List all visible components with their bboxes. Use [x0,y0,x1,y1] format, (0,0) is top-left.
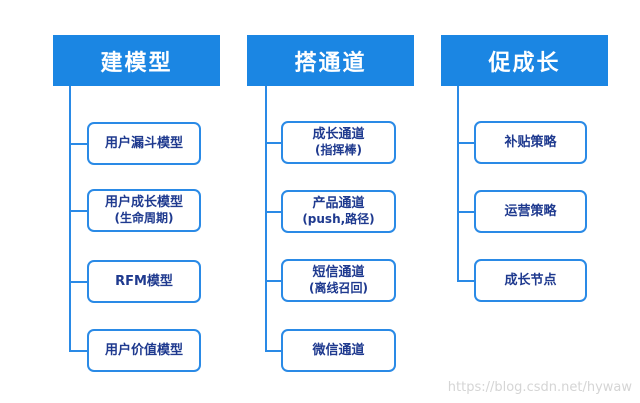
node-growth-channel: 成长通道 (指挥棒) [281,121,396,164]
node-sublabel: (离线召回) [309,281,368,295]
connector-branch [69,143,87,145]
connector-branch [265,142,281,144]
connector-branch [69,281,87,283]
node-label: 成长通道 [312,127,365,142]
node-sublabel: (指挥棒) [315,143,362,157]
connector-branch [265,211,281,213]
node-growth-model: 用户成长模型 (生命周期) [87,189,201,232]
node-label: 补贴策略 [504,134,557,150]
node-label: 用户价值模型 [104,342,183,358]
connector-branch [457,280,474,282]
node-label: RFM模型 [115,273,173,289]
header-build-channel: 搭通道 [247,35,414,86]
node-subsidy-strategy: 补贴策略 [474,121,587,164]
watermark-text: https://blog.csdn.net/hywaw [447,380,632,395]
connector-branch [265,350,281,352]
node-rfm-model: RFM模型 [87,260,201,303]
node-funnel-model: 用户漏斗模型 [87,122,201,165]
connector-trunk-col2 [265,86,267,352]
node-value-model: 用户价值模型 [87,329,201,372]
node-label: 运营策略 [504,203,557,219]
node-label: 微信通道 [312,342,365,358]
node-operation-strategy: 运营策略 [474,190,587,233]
connector-trunk-col1 [69,86,71,352]
node-sms-channel: 短信通道 (离线召回) [281,259,396,302]
header-build-model: 建模型 [53,35,220,86]
node-label: 用户成长模型 [104,195,183,210]
node-sublabel: (生命周期) [114,211,174,225]
node-label: 产品通道 [312,196,365,211]
connector-branch [457,142,474,144]
node-label: 短信通道 [312,265,365,280]
node-product-channel: 产品通道 (push,路径) [281,190,396,233]
node-label: 成长节点 [504,272,557,288]
node-wechat-channel: 微信通道 [281,329,396,372]
header-promote-growth: 促成长 [441,35,608,86]
connector-branch [69,350,87,352]
connector-branch [265,280,281,282]
connector-branch [457,211,474,213]
node-growth-milestone: 成长节点 [474,259,587,302]
connector-trunk-col3 [457,86,459,282]
node-sublabel: (push,路径) [302,212,375,226]
node-label: 用户漏斗模型 [104,135,183,151]
connector-branch [69,210,87,212]
